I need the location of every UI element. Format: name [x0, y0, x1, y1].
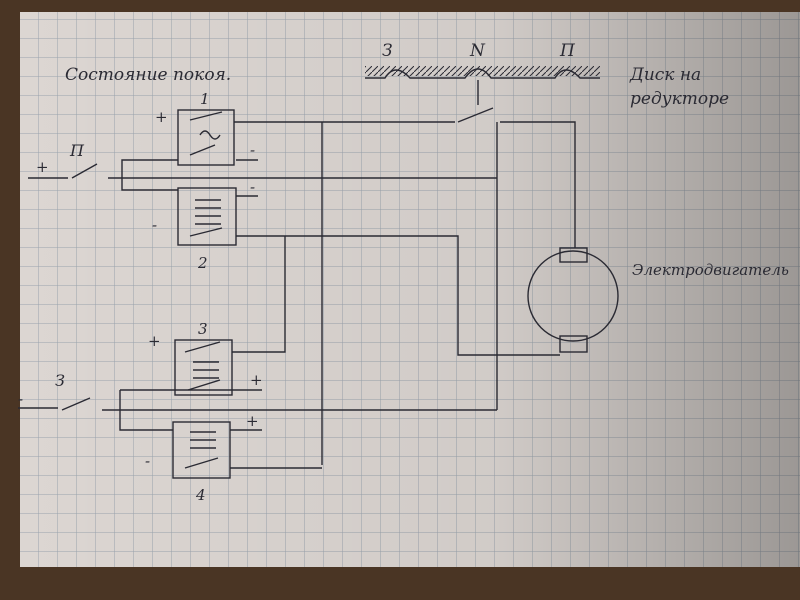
relay-3	[174, 339, 233, 396]
relay-4-number: 4	[195, 486, 206, 504]
relay-3-sign-in: +	[148, 332, 161, 350]
relay-1-sign-out: -	[250, 141, 255, 159]
relay-2-number: 2	[197, 254, 208, 272]
relay-1-number: 1	[200, 90, 210, 108]
disk-pos-n: N	[469, 41, 486, 61]
motor-label: Электродвигатель	[632, 261, 789, 279]
shadow	[20, 12, 800, 567]
disk-pos-p: П	[559, 41, 576, 61]
relay-4-sign-in: -	[145, 452, 150, 470]
relay-4-sign-out: +	[246, 412, 259, 430]
relay-3-sign-out: +	[250, 371, 263, 389]
switch-z-label: З	[55, 371, 65, 390]
relay-2-sign-out: -	[250, 178, 255, 196]
disk-label-2: редукторе	[630, 89, 729, 109]
motor	[527, 247, 619, 353]
switch-p-sign: +	[36, 158, 49, 176]
wires	[18, 66, 600, 469]
switch-z-sign: -	[18, 390, 23, 408]
switch-p-label: П	[69, 141, 85, 160]
relay-2	[177, 187, 237, 246]
relay-1-sign-in: +	[155, 108, 168, 126]
relay-2-sign-in: -	[152, 216, 157, 234]
relay-3-number: 3	[198, 320, 208, 338]
disk-label-1: Диск на	[629, 65, 701, 85]
disk-hatch	[365, 66, 600, 76]
relay-1	[177, 109, 235, 166]
relay-4	[172, 421, 231, 479]
title: Состояние покоя.	[65, 65, 231, 85]
disk-pos-z: З	[382, 41, 393, 61]
